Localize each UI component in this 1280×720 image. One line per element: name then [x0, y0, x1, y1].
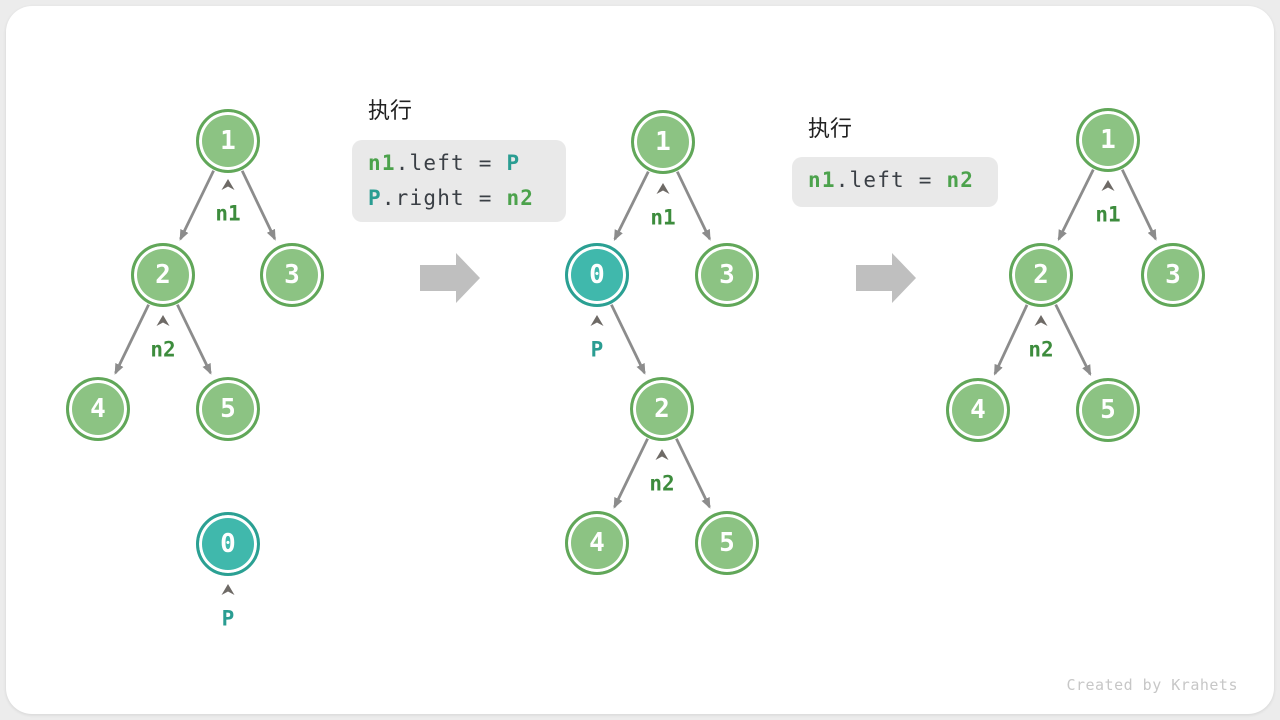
tree-node-3: 3	[695, 243, 759, 307]
pointer-label-n1: n1	[650, 205, 676, 230]
pointer-label-n2: n2	[649, 471, 675, 496]
credit-text: Created by Krahets	[1066, 676, 1238, 694]
pointer-label-n1: n1	[215, 201, 241, 226]
tree-node-value: 5	[719, 528, 735, 558]
pointer-label-n2: n2	[1028, 337, 1054, 362]
code-token: n2	[506, 186, 535, 210]
code-token: .right =	[381, 186, 507, 210]
tree-node-5: 5	[1076, 378, 1140, 442]
code-line: n1.left = P	[368, 146, 550, 181]
tree-node-4: 4	[565, 511, 629, 575]
tree-node-value: 0	[589, 260, 605, 290]
code-line: n1.left = n2	[808, 163, 982, 198]
code-block-title: 执行	[368, 98, 413, 123]
pointer-label-n1: n1	[1095, 202, 1121, 227]
pointer-label-P: P	[590, 337, 604, 362]
tree-node-value: 2	[1033, 260, 1049, 290]
tree-node-value: 1	[1100, 125, 1116, 155]
tree-node-value: 2	[155, 260, 171, 290]
tree-node-value: 0	[220, 529, 236, 559]
code-token: .left =	[395, 151, 507, 175]
tree-node-value: 4	[970, 395, 986, 425]
tree-node-2: 2	[131, 243, 195, 307]
tree-node-value: 1	[655, 127, 671, 157]
code-token: P	[368, 186, 382, 210]
code-line: P.right = n2	[368, 181, 550, 216]
code-block-title: 执行	[808, 116, 853, 141]
tree-node-3: 3	[1141, 243, 1205, 307]
tree-node-1: 1	[1076, 108, 1140, 172]
tree-node-5: 5	[196, 377, 260, 441]
code-token: n1	[808, 168, 836, 192]
tree-node-value: 4	[90, 394, 106, 424]
tree-node-value: 5	[1100, 395, 1116, 425]
tree-node-3: 3	[260, 243, 324, 307]
tree-node-2: 2	[1009, 243, 1073, 307]
pointer-label-P: P	[221, 606, 235, 631]
tree-node-value: 5	[220, 394, 236, 424]
tree-node-0: 0	[196, 512, 260, 576]
tree-node-value: 3	[1165, 260, 1181, 290]
code-token: .left =	[835, 168, 947, 192]
tree-node-1: 1	[631, 110, 695, 174]
tree-node-value: 3	[284, 260, 300, 290]
tree-node-value: 3	[719, 260, 735, 290]
tree-node-0: 0	[565, 243, 629, 307]
code-token: n1	[368, 151, 396, 175]
tree-node-5: 5	[695, 511, 759, 575]
code-token: n2	[946, 168, 975, 192]
code-token: P	[506, 151, 521, 175]
tree-node-value: 2	[654, 394, 670, 424]
tree-node-4: 4	[66, 377, 130, 441]
code-box: n1.left = n2	[792, 157, 998, 207]
tree-node-4: 4	[946, 378, 1010, 442]
tree-node-2: 2	[630, 377, 694, 441]
tree-node-value: 1	[220, 126, 236, 156]
tree-node-1: 1	[196, 109, 260, 173]
tree-node-value: 4	[589, 528, 605, 558]
pointer-label-n2: n2	[150, 337, 176, 362]
